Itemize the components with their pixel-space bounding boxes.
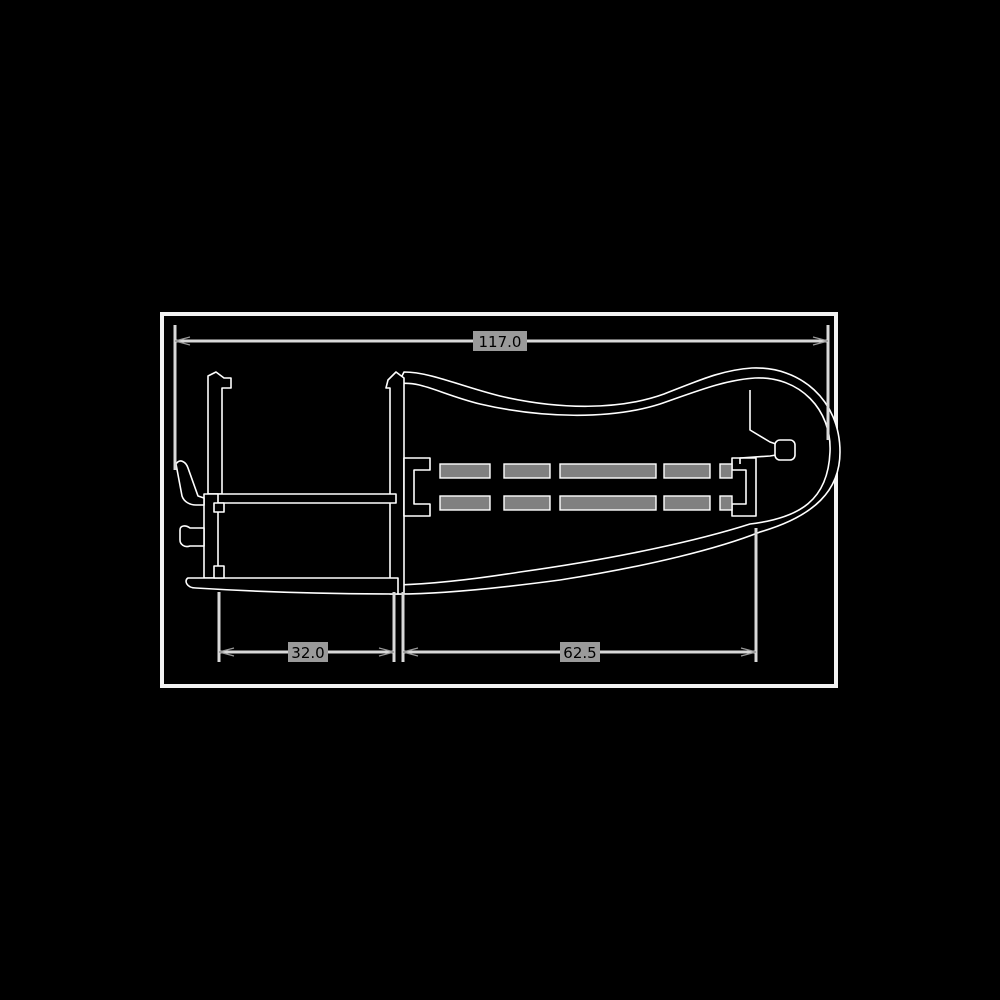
channel-slot-bottom-4 [663,495,711,511]
channel-slot-top-1 [439,463,491,479]
chamber-lug-top [213,502,225,513]
channel-slot-bottom-2 [503,495,551,511]
channel-right-bracket [731,457,757,517]
left-side-clip [179,525,205,548]
left-fin [207,371,232,495]
channel-slot-top-5 [719,463,733,479]
channel-left-bracket [403,457,431,517]
left-chamber-top-wall [207,493,397,504]
channel-slot-top-3 [559,463,657,479]
arrow-right-62 [740,647,757,657]
screw-port [774,439,796,461]
central-web [385,371,405,595]
dimension-label-overall: 117.0 [473,331,527,351]
drawing-frame [160,312,838,688]
dim-label-left-chamber-text: 32.0 [291,644,324,662]
left-chamber-bottom-wall [185,577,399,595]
chamber-lug-bottom [213,565,225,579]
left-hook-flange [175,460,205,506]
dimension-label-left-chamber: 32.0 [288,642,328,662]
channel-slot-bottom-5 [719,495,733,511]
channel-slot-bottom-3 [559,495,657,511]
channel-slot-top-4 [663,463,711,479]
dim-label-overall-text: 117.0 [479,333,522,351]
arrow-right-32 [378,647,395,657]
arrow-left-62 [402,647,419,657]
channel-slot-top-2 [503,463,551,479]
dimension-label-right-section: 62.5 [560,642,600,662]
channel-slots [439,463,733,511]
profile-body [175,367,841,595]
arrow-left-32 [218,647,235,657]
dim-label-right-section-text: 62.5 [563,644,596,662]
aerofoil-outer-shell [397,367,841,595]
channel-slot-bottom-1 [439,495,491,511]
arrow-left-overall [174,336,191,346]
arrow-right-overall [812,336,829,346]
